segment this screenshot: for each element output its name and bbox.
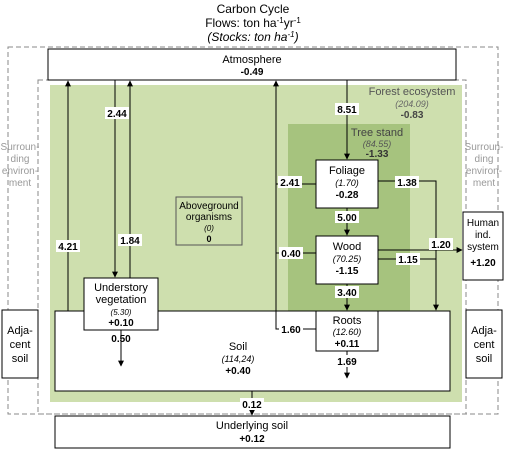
wood-label: Wood — [333, 241, 362, 253]
surrounding-left-4: ment — [9, 178, 31, 189]
adjacent-left-label3: soil — [12, 353, 29, 365]
surrounding-left-3: environ- — [2, 166, 38, 177]
flow-label-bg — [335, 286, 359, 298]
tree-stand-label: Tree stand — [351, 127, 403, 139]
atmosphere-label: Atmosphere — [222, 54, 281, 66]
flow-wood-to-soil: 1.15 — [398, 255, 418, 266]
human-label3: system — [467, 242, 499, 253]
flow-label-bg — [335, 211, 359, 223]
understory-label2: vegetation — [96, 294, 147, 306]
aboveground-box — [175, 196, 243, 246]
surrounding-left-1: Surroun- — [1, 142, 40, 153]
adjacent-left-label2: cent — [10, 339, 31, 351]
title-line2: Flows: ton ha-1yr-1 — [205, 16, 301, 30]
title-line3: (Stocks: ton ha-1) — [207, 30, 298, 44]
flow-soil-to-atm: 4.21 — [58, 242, 78, 253]
adjacent-right-label2: cent — [474, 339, 495, 351]
flow-soil-to-underlying: 0.12 — [242, 400, 262, 411]
human-label2: ind. — [475, 230, 491, 241]
flow-roots-leach: 1.69 — [337, 357, 357, 368]
atmosphere-change: -0.49 — [241, 67, 264, 78]
flow-label-bg — [395, 176, 419, 188]
surrounding-left-2: ding — [11, 154, 30, 165]
flow-foliage-to-soil: 1.38 — [397, 178, 417, 189]
soil-stock: (114,24) — [222, 354, 255, 364]
understory-box — [83, 277, 159, 331]
tree-stand-change: -1.33 — [366, 149, 389, 160]
aboveground-label2: organisms — [186, 212, 232, 223]
flow-understory-to-atm: 1.84 — [120, 236, 140, 247]
flow-foliage-to-atm: 2.41 — [280, 178, 300, 189]
adjacent-soil-right-box — [465, 309, 503, 379]
surrounding-right-2: ding — [475, 154, 494, 165]
understory-stock: (5.30) — [111, 308, 132, 317]
flow-roots-to-atm: 1.60 — [281, 325, 301, 336]
wood-change: -1.15 — [336, 266, 359, 277]
surrounding-right-3: environ- — [466, 166, 502, 177]
flow-wood-to-atm: 0.40 — [281, 249, 301, 260]
flow-label-bg — [279, 247, 303, 259]
forest-stock: (204.09) — [395, 99, 429, 109]
title-line1: Carbon Cycle — [217, 2, 290, 16]
adjacent-right-label1: Adja- — [471, 325, 497, 337]
flow-label-bg — [105, 107, 129, 119]
foliage-label: Foliage — [329, 165, 365, 177]
forest-change: -0.83 — [401, 110, 424, 121]
atmosphere-box — [47, 48, 457, 81]
flow-label-bg — [429, 238, 453, 250]
soil-label: Soil — [229, 341, 247, 353]
tree-stand-stock: (84.55) — [363, 139, 392, 149]
aboveground-stock: (0) — [204, 224, 214, 233]
understory-change: +0.10 — [108, 318, 134, 329]
roots-stock: (12.60) — [333, 327, 362, 337]
roots-box — [315, 310, 379, 352]
underlying-change: +0.12 — [239, 434, 265, 445]
forest-label: Forest ecosystem — [369, 86, 456, 98]
flow-label-bg — [335, 103, 359, 115]
human-system-box — [462, 211, 504, 281]
adjacent-left-label1: Adja- — [7, 325, 33, 337]
foliage-change: -0.28 — [336, 190, 359, 201]
soil-change: +0.40 — [225, 366, 251, 377]
flow-label-bg — [335, 355, 359, 367]
aboveground-label1: Aboveground — [179, 201, 239, 212]
human-label1: Human — [467, 218, 499, 229]
flow-atm-to-understory: 2.44 — [107, 109, 127, 120]
roots-change: +0.11 — [335, 339, 360, 350]
foliage-box — [315, 159, 379, 209]
foliage-stock: (1.70) — [335, 178, 359, 188]
flow-wood-to-roots: 3.40 — [337, 288, 357, 299]
surrounding-right-1: Surroun- — [465, 142, 504, 153]
flow-label-bg — [396, 253, 420, 265]
human-change: +1.20 — [470, 258, 496, 269]
flow-atm-to-foliage: 8.51 — [337, 105, 357, 116]
flow-label-bg — [279, 323, 303, 335]
wood-box — [315, 235, 379, 285]
underlying-soil-box — [54, 415, 451, 449]
understory-label1: Understory — [94, 282, 148, 294]
flow-label-bg — [118, 234, 142, 246]
flow-label-bg — [240, 398, 264, 410]
wood-stock: (70.25) — [333, 254, 362, 264]
flow-label-bg — [56, 240, 80, 252]
roots-label: Roots — [333, 315, 362, 327]
adjacent-soil-left-box — [1, 309, 39, 379]
adjacent-right-label3: soil — [476, 353, 493, 365]
flow-wood-to-human: 1.20 — [431, 240, 451, 251]
flow-foliage-to-wood: 5.00 — [337, 213, 357, 224]
surrounding-right-4: ment — [473, 178, 495, 189]
underlying-label: Underlying soil — [216, 420, 288, 432]
aboveground-change: 0 — [206, 234, 211, 244]
flow-understory-leach: 0.50 — [111, 334, 131, 345]
flow-label-bg — [278, 176, 302, 188]
